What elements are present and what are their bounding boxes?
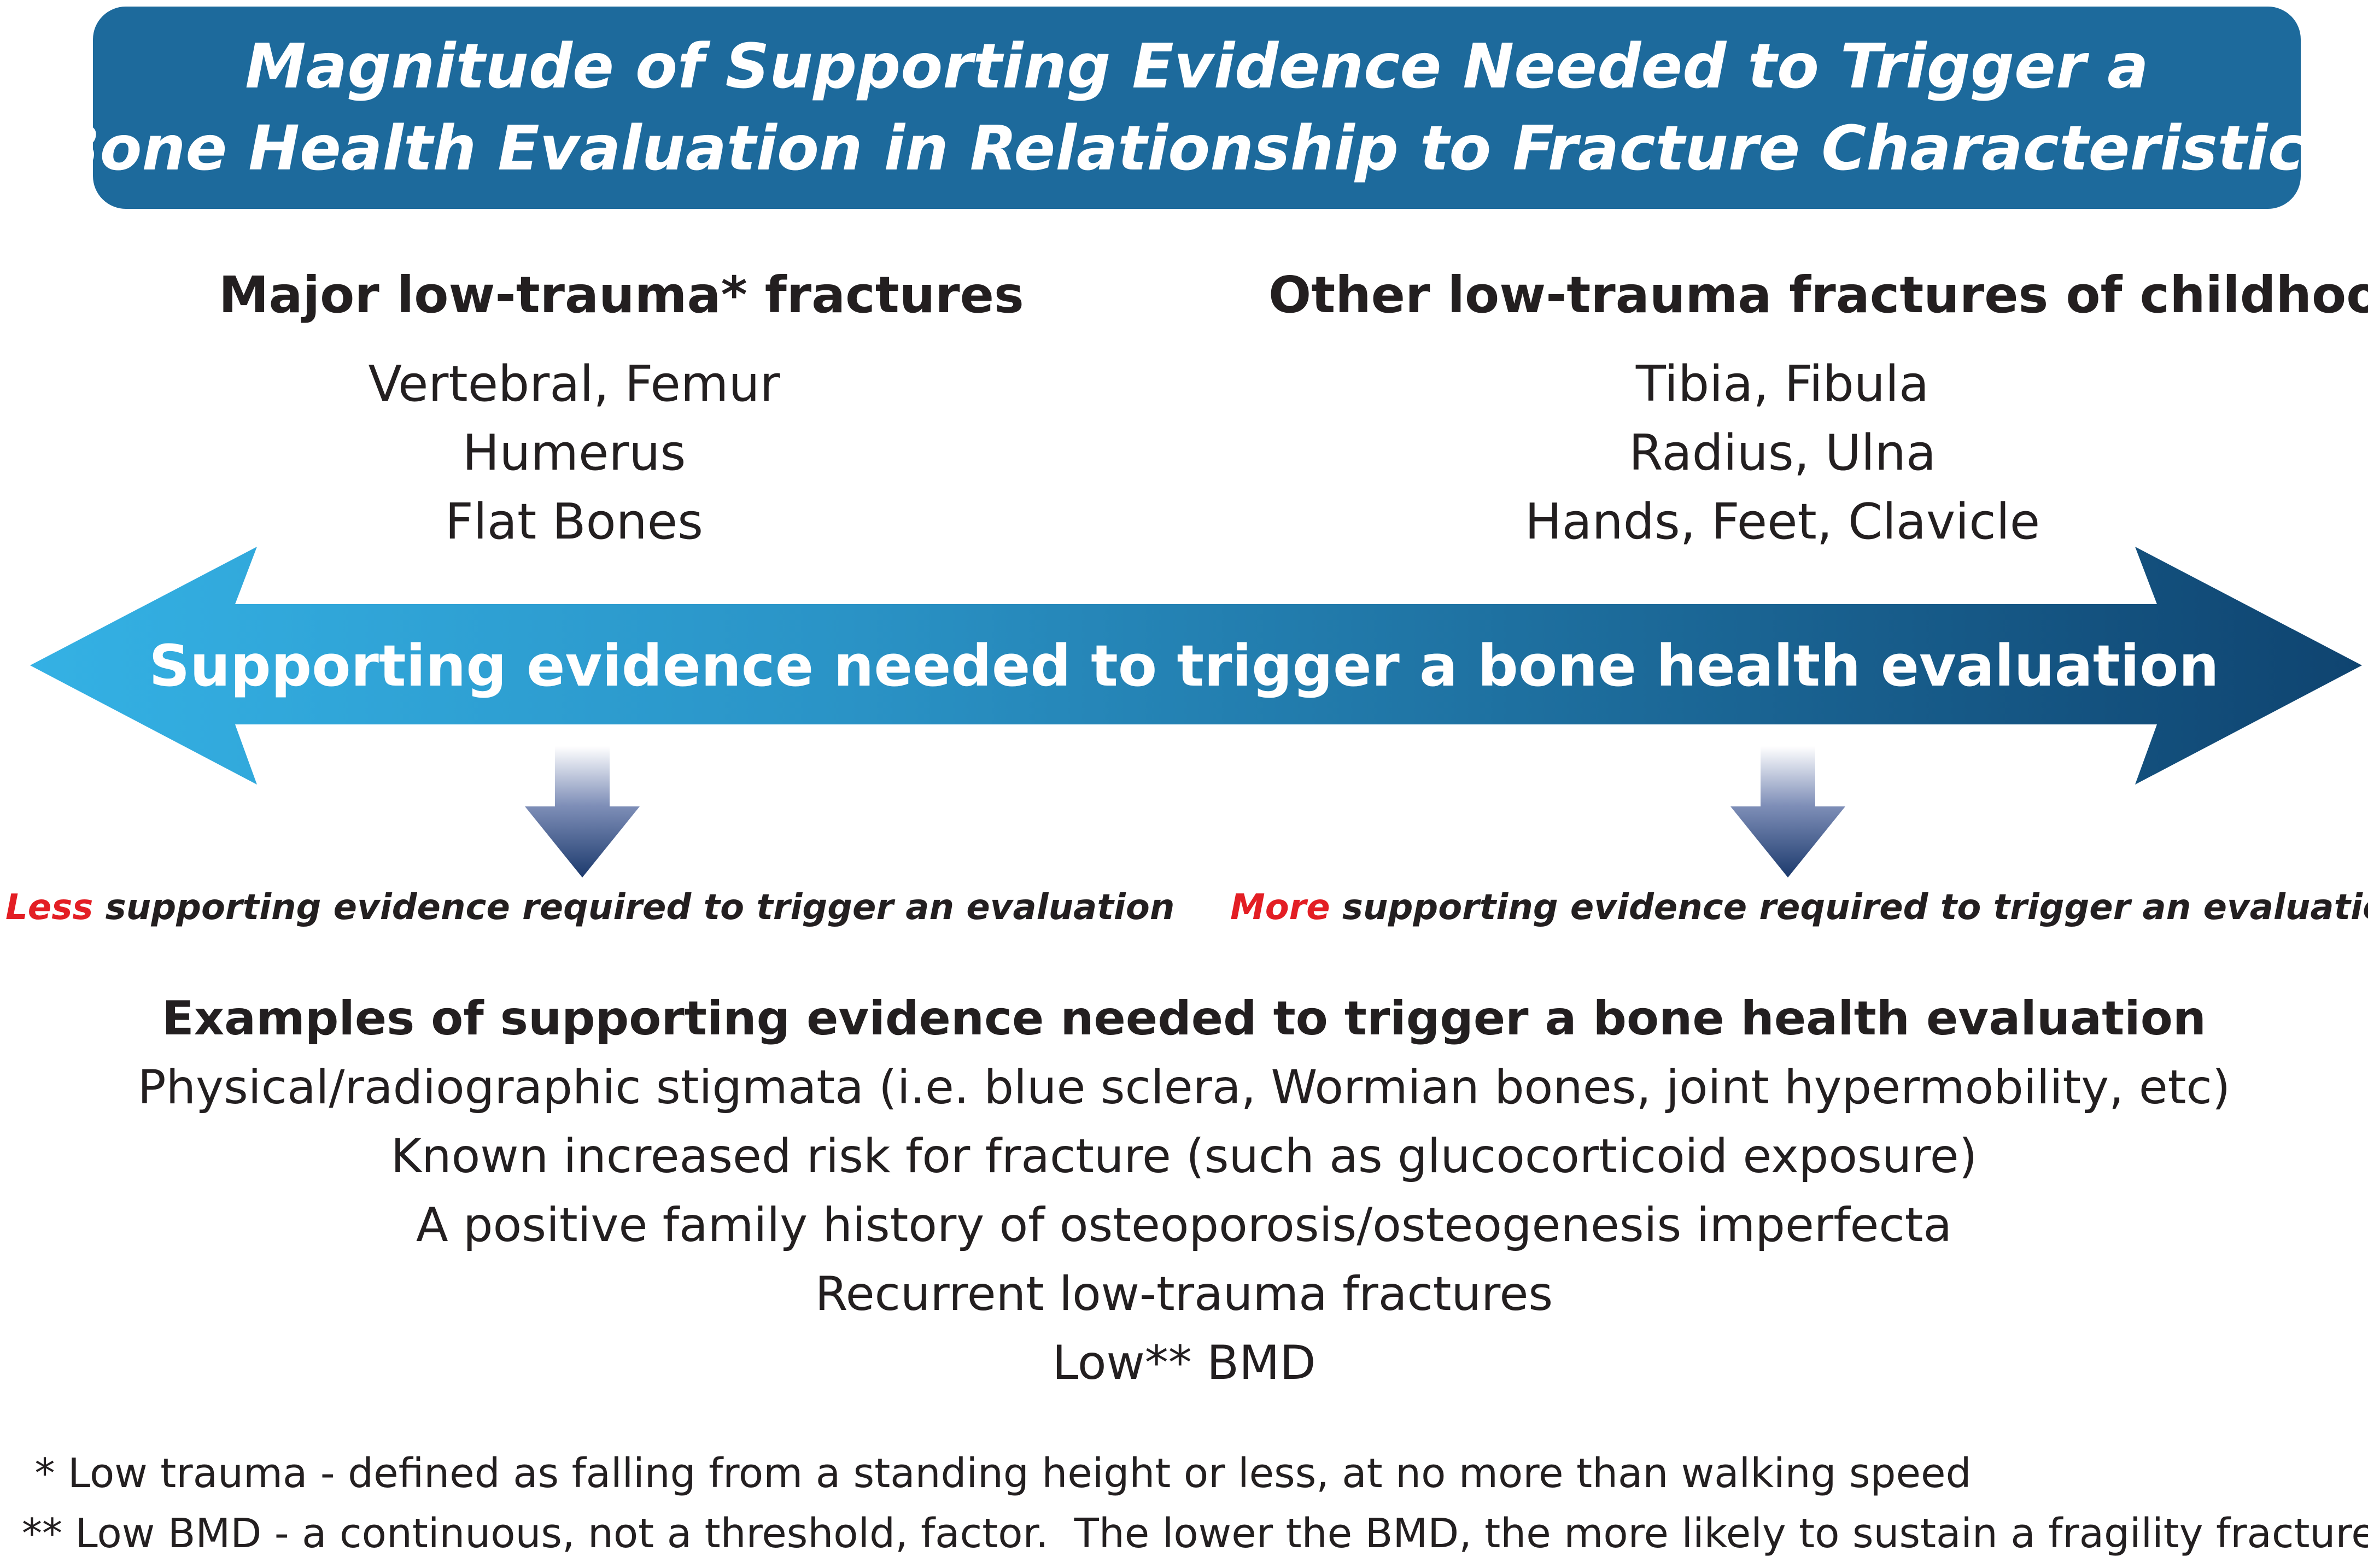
examples-heading: Examples of supporting evidence needed t… xyxy=(161,991,2207,1046)
title-line-2: Bone Health Evaluation in Relationship t… xyxy=(53,113,2341,184)
list-item: Hands, Feet, Clavicle xyxy=(1524,493,2040,551)
more-evidence-note: More supporting evidence required to tri… xyxy=(1230,883,2368,932)
list-item: Flat Bones xyxy=(445,493,703,551)
list-item: Vertebral, Femur xyxy=(368,355,780,413)
less-note-text: supporting evidence required to trigger … xyxy=(93,887,1175,928)
more-emphasis: More xyxy=(1230,887,1330,928)
example-item: A positive family history of osteoporosi… xyxy=(416,1198,1952,1253)
major-fractures-list: Vertebral, Femur Humerus Flat Bones xyxy=(361,350,787,557)
example-item: Recurrent low-trauma fractures xyxy=(815,1267,1553,1321)
more-note-text: supporting evidence required to trigger … xyxy=(1330,887,2368,928)
footnote-low-trauma: * Low trauma - defined as falling from a… xyxy=(22,1450,1972,1497)
list-item: Radius, Ulna xyxy=(1628,424,1937,482)
footnote-low-bmd: ** Low BMD - a continuous, not a thresho… xyxy=(22,1510,2368,1557)
less-evidence-note: Less supporting evidence required to tri… xyxy=(5,883,1174,932)
example-item: Low** BMD xyxy=(1052,1336,1316,1390)
major-fractures-heading: Major low-trauma* fractures xyxy=(219,266,1024,324)
examples-section: Examples of supporting evidence needed t… xyxy=(0,984,2368,1397)
other-fractures-list: Tibia, Fibula Radius, Ulna Hands, Feet, … xyxy=(1520,350,2045,557)
title-banner: Magnitude of Supporting Evidence Needed … xyxy=(53,7,2341,209)
double-arrow xyxy=(30,547,2362,785)
down-arrow-icon xyxy=(1730,746,1845,877)
example-item: Known increased risk for fracture (such … xyxy=(390,1129,1978,1184)
list-item: Tibia, Fibula xyxy=(1635,355,1930,413)
other-fractures-heading: Other low-trauma fractures of childhood xyxy=(1268,266,2368,324)
list-item: Humerus xyxy=(462,424,686,482)
down-arrow-icon xyxy=(525,746,640,877)
arrow-label: Supporting evidence needed to trigger a … xyxy=(149,633,2219,699)
less-emphasis: Less xyxy=(5,887,93,928)
footnotes: * Low trauma - defined as falling from a… xyxy=(22,1443,2368,1564)
example-item: Physical/radiographic stigmata (i.e. blu… xyxy=(137,1060,2231,1115)
title-line-1: Magnitude of Supporting Evidence Needed … xyxy=(245,31,2149,102)
double-arrow-shape xyxy=(30,547,2362,785)
